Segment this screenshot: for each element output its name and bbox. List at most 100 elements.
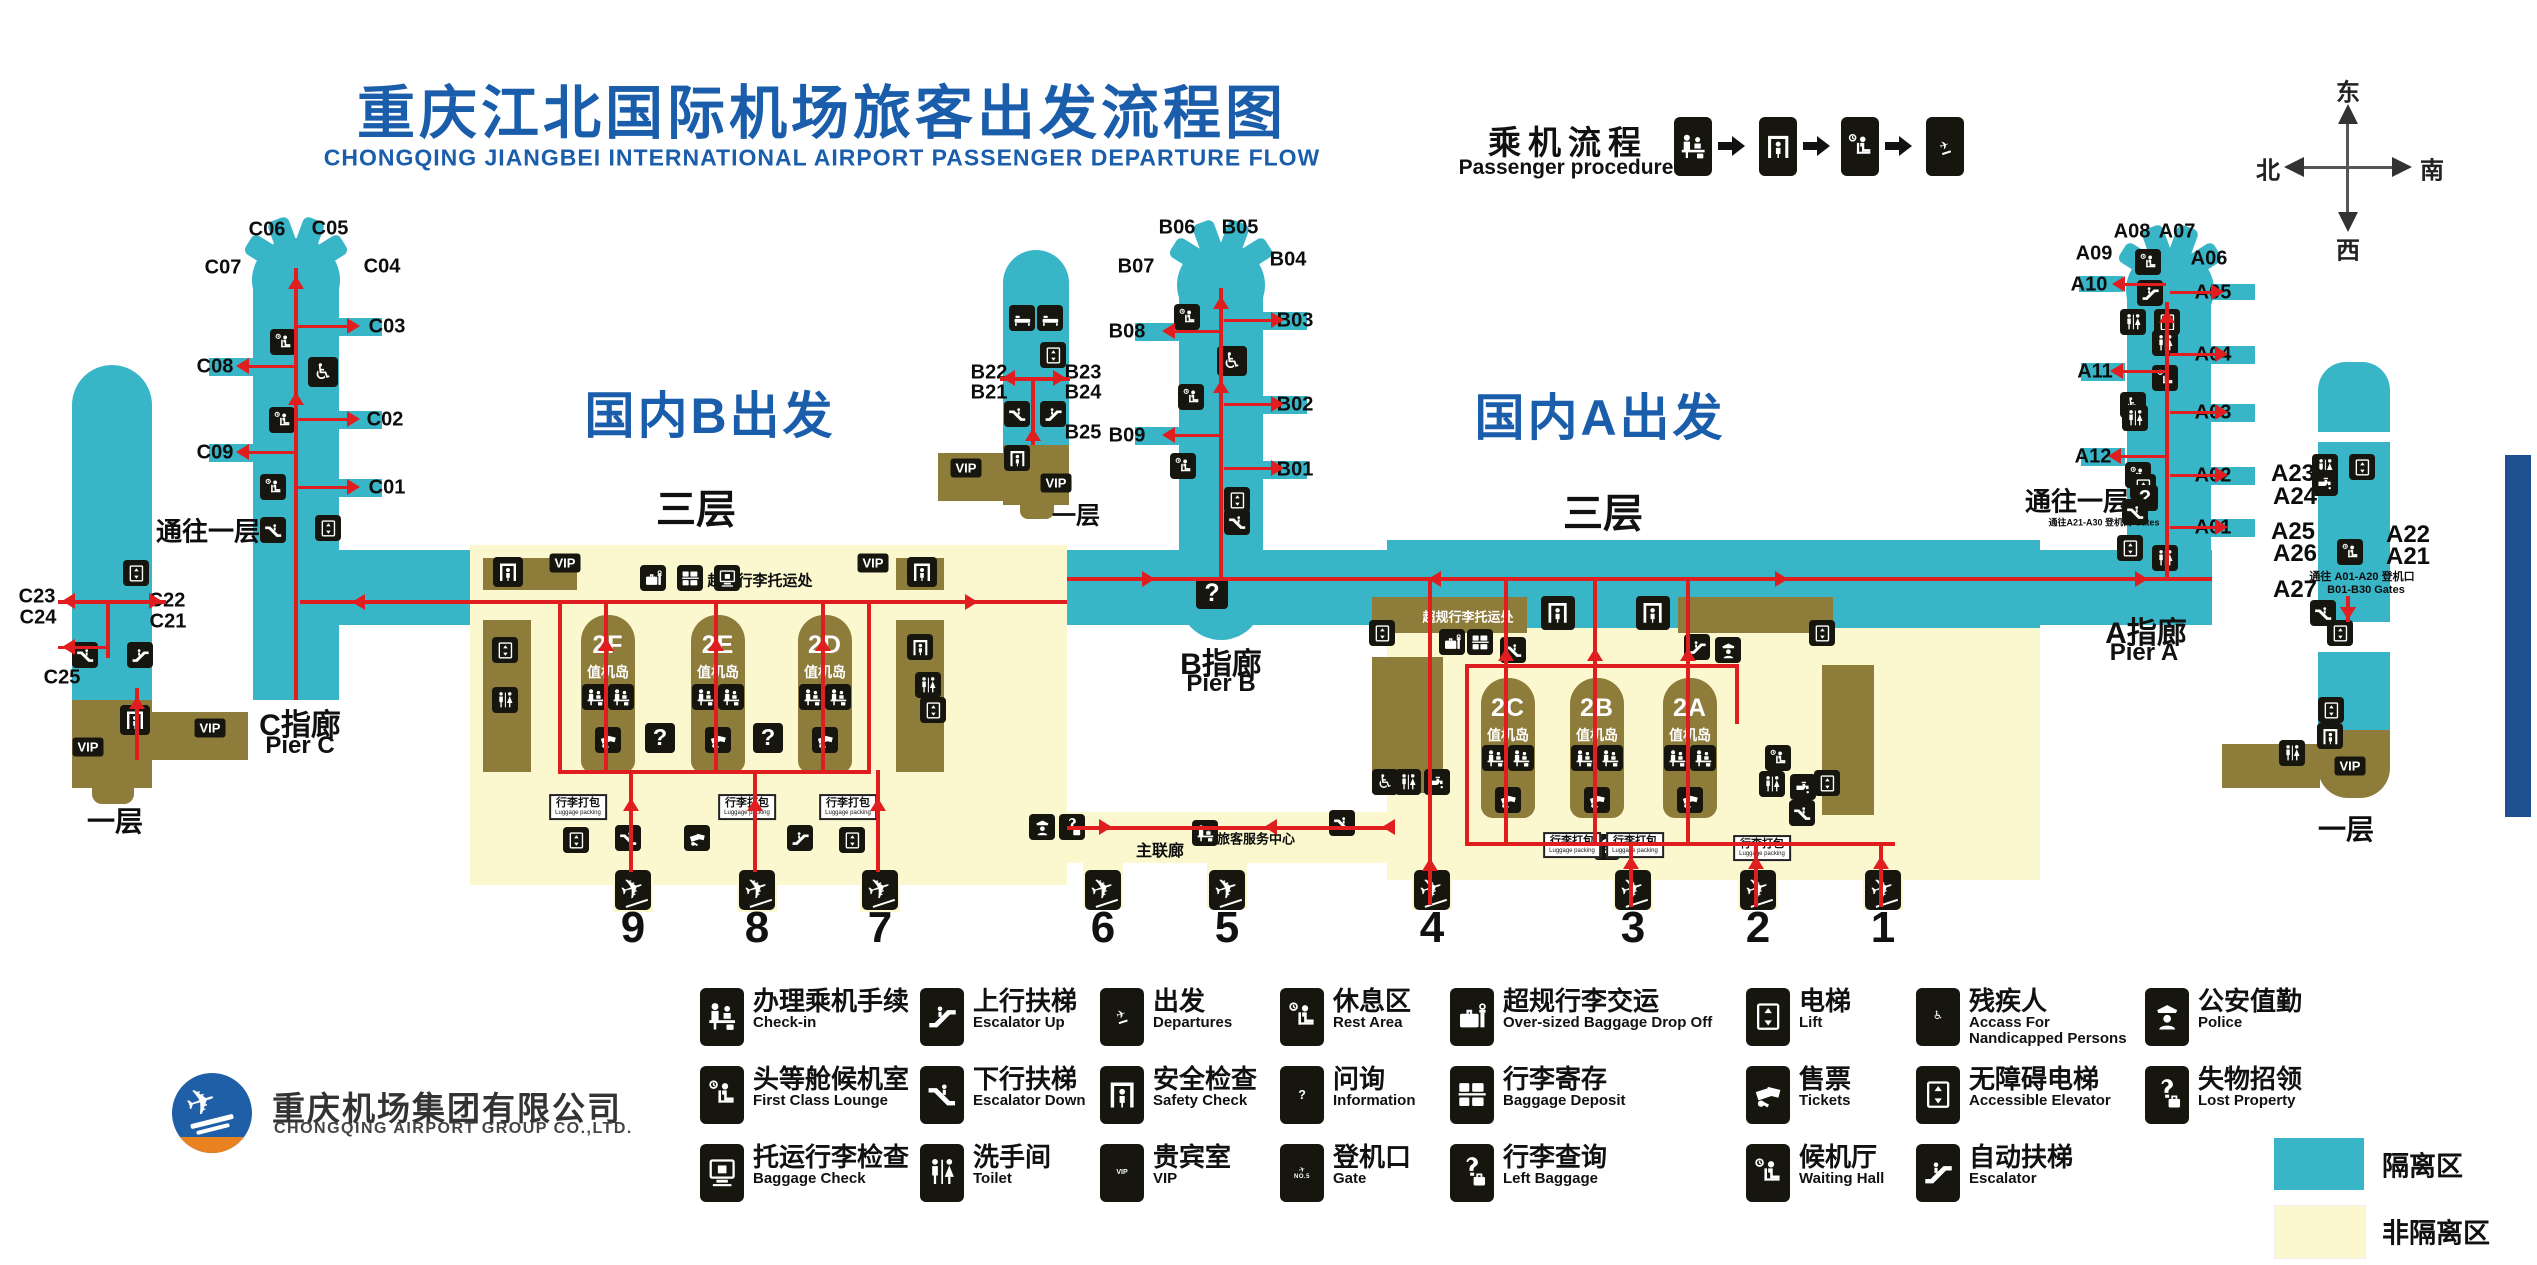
check-in-icon <box>582 684 608 710</box>
flow-line <box>1593 579 1597 846</box>
flow-line <box>714 600 718 774</box>
check-in-icon <box>825 684 851 710</box>
gate-label: B24 <box>1064 381 1102 404</box>
gate-label: B07 <box>1117 255 1155 278</box>
legend-label-zh: 登机口 <box>1333 1142 1412 1172</box>
elevator-icon <box>1814 770 1840 796</box>
wheelchair-icon: ♿ <box>1916 988 1960 1046</box>
flow-line <box>1754 842 1758 907</box>
information-icon: ? <box>1196 577 1228 609</box>
gate-label: C21 <box>149 610 187 633</box>
flow-arrow <box>2108 448 2121 464</box>
map-text: 通往A21-A30 登机口 Gates <box>2048 517 2160 528</box>
legend-label-en: Gate <box>1333 1170 1367 1188</box>
gate-label: C07 <box>204 256 242 279</box>
gate-label: A08 <box>2113 220 2151 243</box>
check-in-icon <box>1192 820 1218 846</box>
entrance-departure-icon: ✈ <box>1414 870 1450 910</box>
information-icon: ? <box>645 723 675 753</box>
flow-line <box>2114 370 2168 373</box>
gate-label: C04 <box>363 255 401 278</box>
check-in-icon <box>692 684 718 710</box>
legend-label-zh: 候机厅 <box>1799 1142 1878 1172</box>
escalator-up-icon <box>920 988 964 1046</box>
flow-arrow <box>1213 380 1229 393</box>
gate-label: A07 <box>2158 220 2196 243</box>
vip-room-icon: VIP <box>950 458 982 478</box>
pier-b-label: B指廊 <box>1180 648 1262 681</box>
map-text: 超规行李托运处 <box>1422 609 1514 625</box>
flow-arrow <box>1623 856 1639 869</box>
elevator-icon <box>1040 342 1066 368</box>
legend-label-zh: 售票 <box>1799 1064 1852 1094</box>
elevator-icon <box>1224 487 1250 513</box>
waiting-seat-icon <box>260 474 286 500</box>
procedure-departure-icon: ✈ <box>1926 117 1964 176</box>
escalator-down-icon <box>1329 810 1355 836</box>
gate-label: B09 <box>1108 424 1146 447</box>
entrance-departure-icon: ✈ <box>739 870 775 910</box>
entrance-number: 5 <box>1214 903 1240 952</box>
gate-label: C06 <box>248 218 286 241</box>
toilet-icon <box>1759 771 1785 797</box>
map-text: 旅客服务中心 <box>1216 831 1296 847</box>
legend-label-en: Baggage Deposit <box>1503 1092 1626 1110</box>
elevator-icon <box>920 697 946 723</box>
page-subtitle: CHONGQING JIANGBEI INTERNATIONAL AIRPORT… <box>323 144 1321 171</box>
waiting-seat-icon <box>700 1066 744 1124</box>
elevator-icon <box>1809 620 1835 646</box>
island-id: 2B <box>1580 694 1614 722</box>
flow-line <box>1465 664 1469 846</box>
flow-arrow <box>623 798 639 811</box>
flow-line <box>294 268 298 700</box>
flow-line <box>1428 579 1432 905</box>
gate-label: C25 <box>43 666 81 689</box>
flow-line <box>58 600 166 604</box>
flow-arrow <box>1873 856 1889 869</box>
legend-label-en: Over-sized Baggage Drop Off <box>1503 1014 1713 1032</box>
legend-label-en: Information <box>1333 1092 1416 1110</box>
security-check-icon <box>2317 723 2343 749</box>
flow-line <box>1504 579 1508 846</box>
entrance-number: 3 <box>1620 903 1646 952</box>
island-subtitle: 值机岛 <box>804 664 846 680</box>
legend-label-zh: 行李查询 <box>1503 1142 1608 1172</box>
entrance-departure-icon: ✈ <box>862 870 898 910</box>
waiting-seat-icon <box>1746 1144 1790 1202</box>
flow-line <box>821 600 825 774</box>
legend-label-zh: 超规行李交运 <box>1503 986 1660 1016</box>
pier-b-label-en: Pier B <box>1186 670 1256 697</box>
drinking-water-icon <box>2312 470 2338 496</box>
escalator-down-icon <box>1789 800 1815 826</box>
vip-room-icon: VIP <box>549 553 581 573</box>
security-check-icon <box>907 557 937 587</box>
entrance-number: 4 <box>1419 903 1445 952</box>
flow-arrow <box>1382 819 1395 835</box>
toilet-icon <box>2122 405 2148 431</box>
passenger-procedure-subtitle: Passenger procedure <box>1458 156 1674 179</box>
island-subtitle: 值机岛 <box>1669 727 1711 743</box>
tickets-icon <box>1746 1066 1790 1124</box>
toilet-icon <box>492 687 518 713</box>
vip-room-icon: VIP <box>194 718 226 738</box>
security-check-icon <box>1636 596 1670 630</box>
legend-label-en: Escalator Up <box>973 1014 1065 1032</box>
baggage-shelf-icon <box>1450 1066 1494 1124</box>
map-text: 一层 <box>1052 502 1100 530</box>
gate-label: B25 <box>1064 421 1102 444</box>
flow-line <box>1465 842 1895 846</box>
island-subtitle: 值机岛 <box>587 664 629 680</box>
flow-line <box>629 770 633 872</box>
